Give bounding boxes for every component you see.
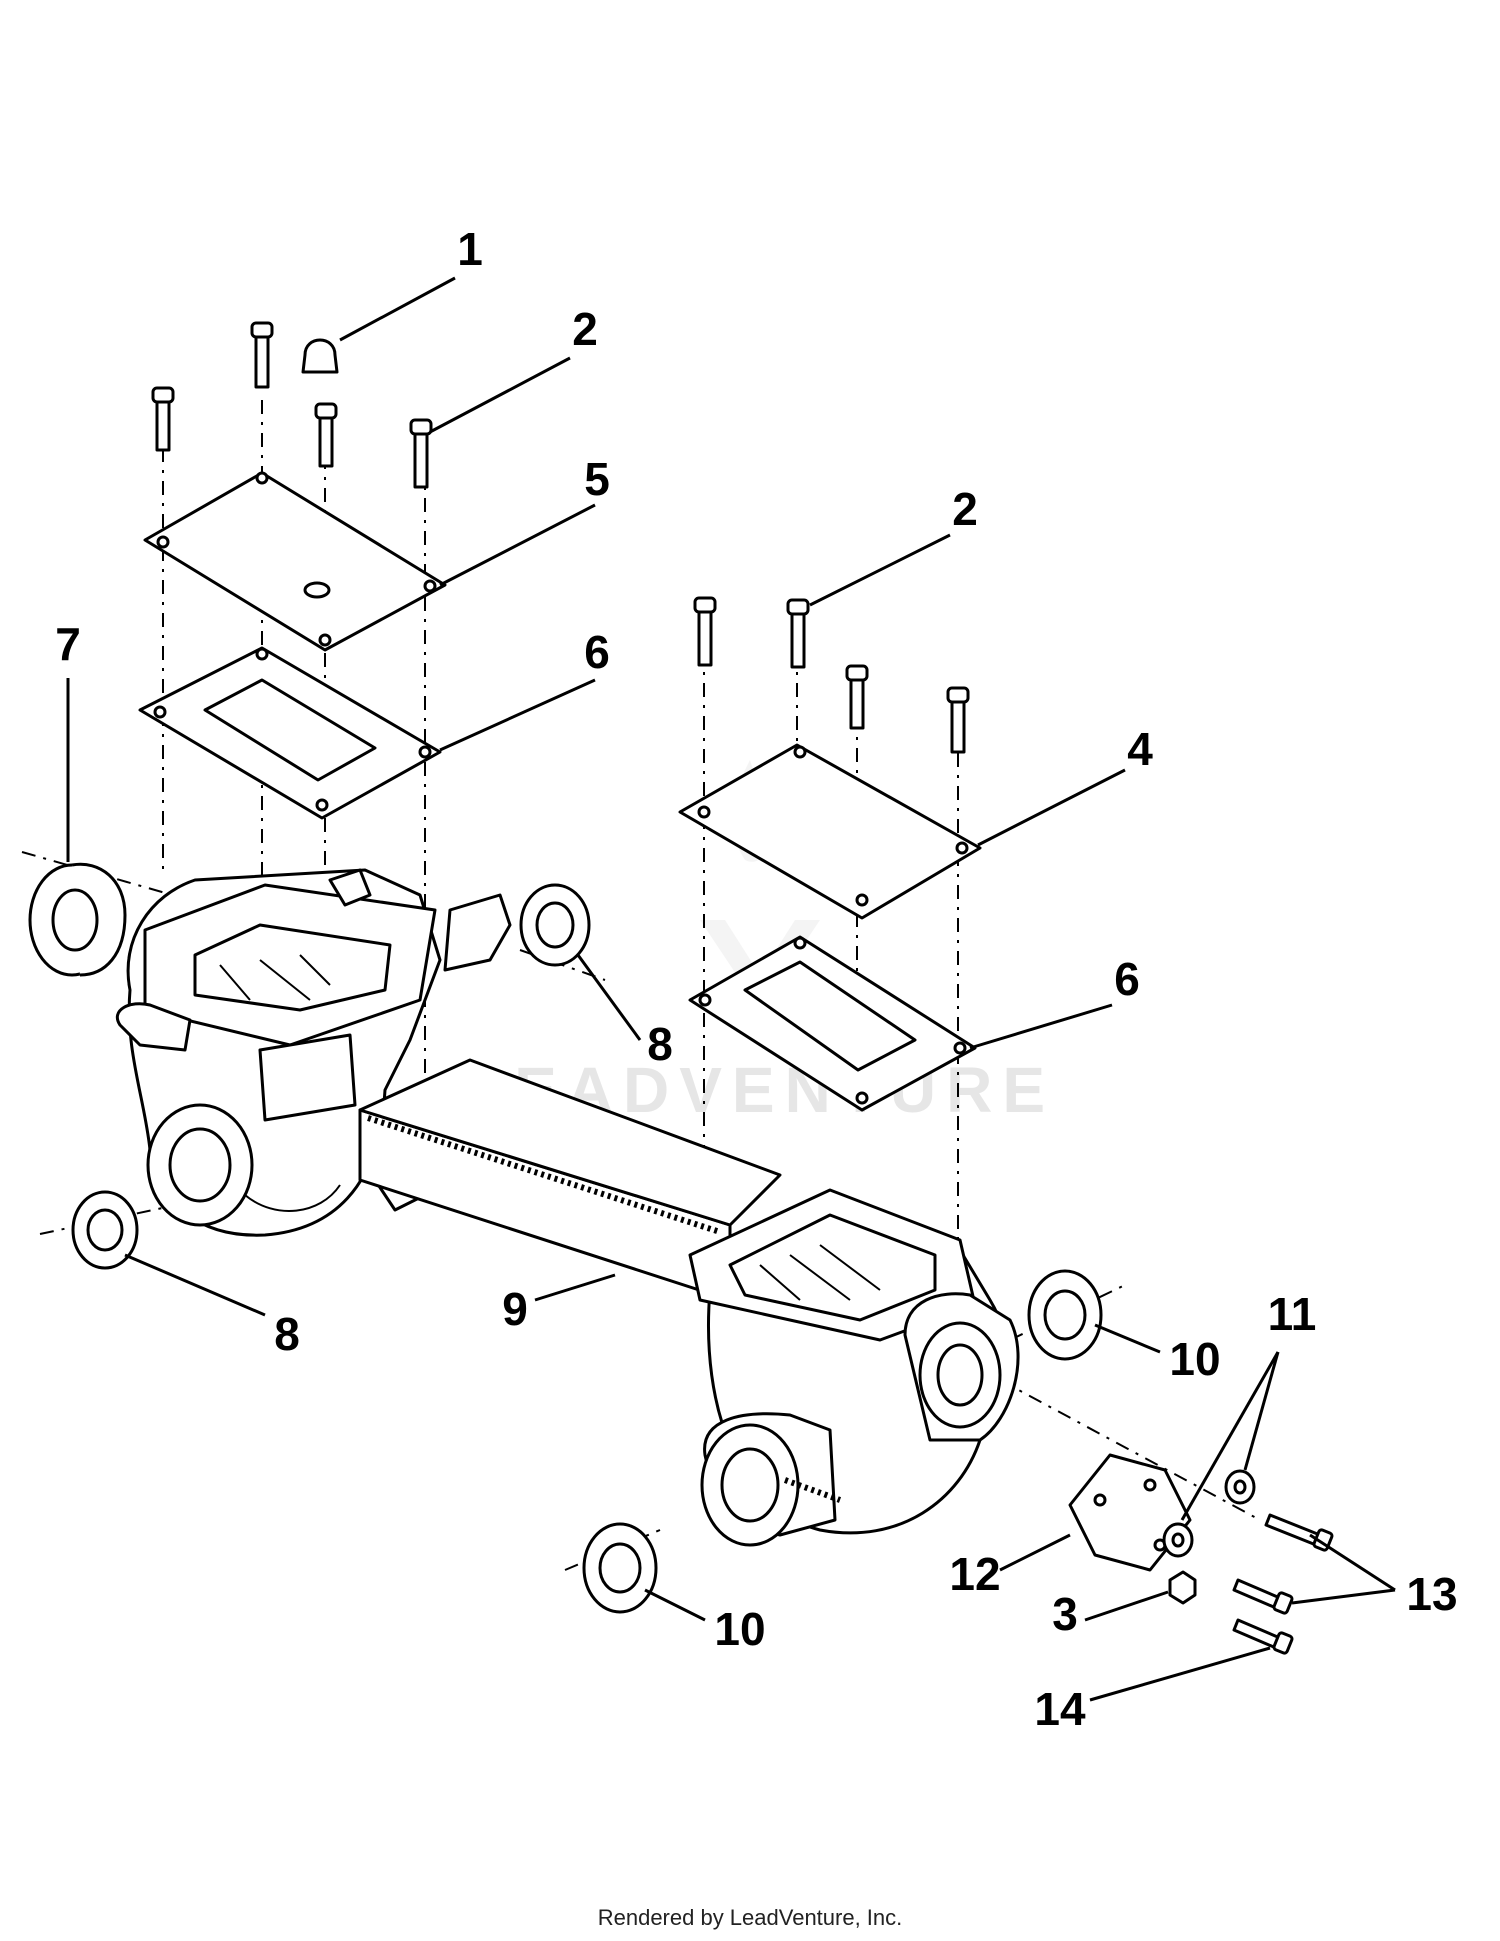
callout-labels: 1 2 2 3 4 5 6 6 7 8 8 9 10 10 11 12 13 1…: [55, 223, 1457, 1735]
bearing-icon: [1027, 1269, 1103, 1361]
washer-icon: [1224, 1469, 1256, 1505]
bolt-icon: [314, 402, 338, 468]
callout-5: 5: [584, 453, 610, 505]
gasket-left: [138, 646, 442, 820]
leader-lines: [66, 276, 1396, 1702]
bolt-icon: [693, 596, 717, 667]
end-cover-plate: [1068, 1453, 1192, 1572]
callout-12: 12: [949, 1548, 1000, 1600]
bolt-icon: [1264, 1513, 1334, 1552]
bolt-icon: [1232, 1578, 1294, 1615]
washer-icon: [1162, 1522, 1194, 1558]
callout-10: 10: [1169, 1333, 1220, 1385]
bolt-icon: [946, 686, 970, 754]
callout-13: 13: [1406, 1568, 1457, 1620]
bearing-icon: [582, 1522, 658, 1614]
callout-6: 6: [1114, 953, 1140, 1005]
bolt-set-left: [151, 321, 433, 489]
callout-1: 1: [457, 223, 483, 275]
cover-plate-right: [678, 743, 982, 920]
footer-credit: Rendered by LeadVenture, Inc.: [598, 1905, 903, 1930]
callout-11: 11: [1268, 1288, 1317, 1340]
callout-6: 6: [584, 626, 610, 678]
axle-housing: [116, 868, 1020, 1547]
callout-8: 8: [274, 1308, 300, 1360]
callout-14: 14: [1034, 1683, 1086, 1735]
bolt-icon: [1232, 1618, 1294, 1655]
oil-seal-icon: [28, 862, 127, 977]
bearing-icon: [519, 883, 591, 967]
bolt-icon: [409, 418, 433, 489]
cover-plate-left: [143, 471, 447, 652]
bolt-icon: [250, 321, 274, 389]
callout-3: 3: [1052, 1588, 1078, 1640]
callout-2: 2: [952, 483, 978, 535]
bolt-icon: [786, 598, 810, 669]
bolt-icon: [845, 664, 869, 730]
callout-8: 8: [647, 1018, 673, 1070]
bearing-icon: [71, 1190, 139, 1270]
callout-9: 9: [502, 1283, 528, 1335]
bolt-set-right: [693, 596, 970, 754]
callout-2: 2: [572, 303, 598, 355]
nut-icon: [1168, 1570, 1197, 1605]
callout-4: 4: [1127, 723, 1153, 775]
callout-7: 7: [55, 618, 81, 670]
callout-10: 10: [714, 1603, 765, 1655]
bolt-icon: [151, 386, 175, 452]
vent-cap-icon: [301, 338, 339, 374]
